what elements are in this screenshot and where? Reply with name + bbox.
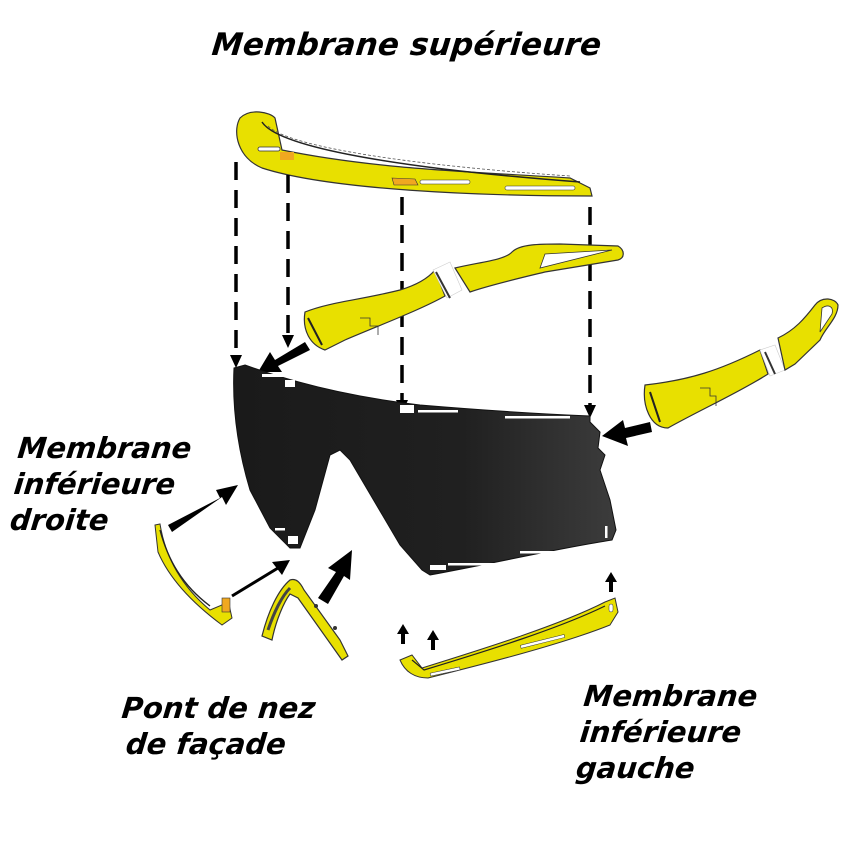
- nose-bridge: [261, 578, 349, 661]
- right-lower-membrane-label-line3: droite: [8, 503, 111, 537]
- right-lower-membrane-label-line2: inférieure: [12, 467, 178, 501]
- left-lower-membrane-label-line1: Membrane: [581, 679, 760, 713]
- nose-bridge-label-line1: Pont de nez: [120, 691, 318, 725]
- nose-bridge-arrow: [318, 550, 352, 604]
- right-lower-membrane: [154, 523, 233, 626]
- right-temple-arrow: [258, 342, 310, 372]
- nose-bridge-label: Pont de nez de façade: [116, 690, 317, 762]
- nose-bridge-label-line2: de façade: [124, 727, 288, 761]
- left-lower-membrane-label-line2: inférieure: [578, 715, 744, 749]
- left-temple-arm: [643, 298, 839, 429]
- upper-membrane-guides: [234, 162, 592, 405]
- left-lower-membrane-label: Membrane inférieure gauche: [574, 678, 759, 786]
- left-lower-membrane-arrows: [397, 572, 617, 650]
- lens: [233, 364, 617, 576]
- right-lower-membrane-thin-arrow: [231, 560, 290, 598]
- right-lower-membrane-arrow: [168, 485, 238, 532]
- left-lower-membrane: [399, 597, 619, 679]
- right-lower-membrane-label: Membrane inférieure droite: [8, 430, 193, 538]
- upper-membrane-label: Membrane supérieure: [210, 27, 604, 63]
- left-temple-arrow: [602, 420, 652, 446]
- right-lower-membrane-label-line1: Membrane: [15, 431, 194, 465]
- right-temple-arm: [303, 243, 624, 351]
- upper-membrane: [236, 111, 593, 197]
- left-lower-membrane-label-line3: gauche: [574, 751, 697, 785]
